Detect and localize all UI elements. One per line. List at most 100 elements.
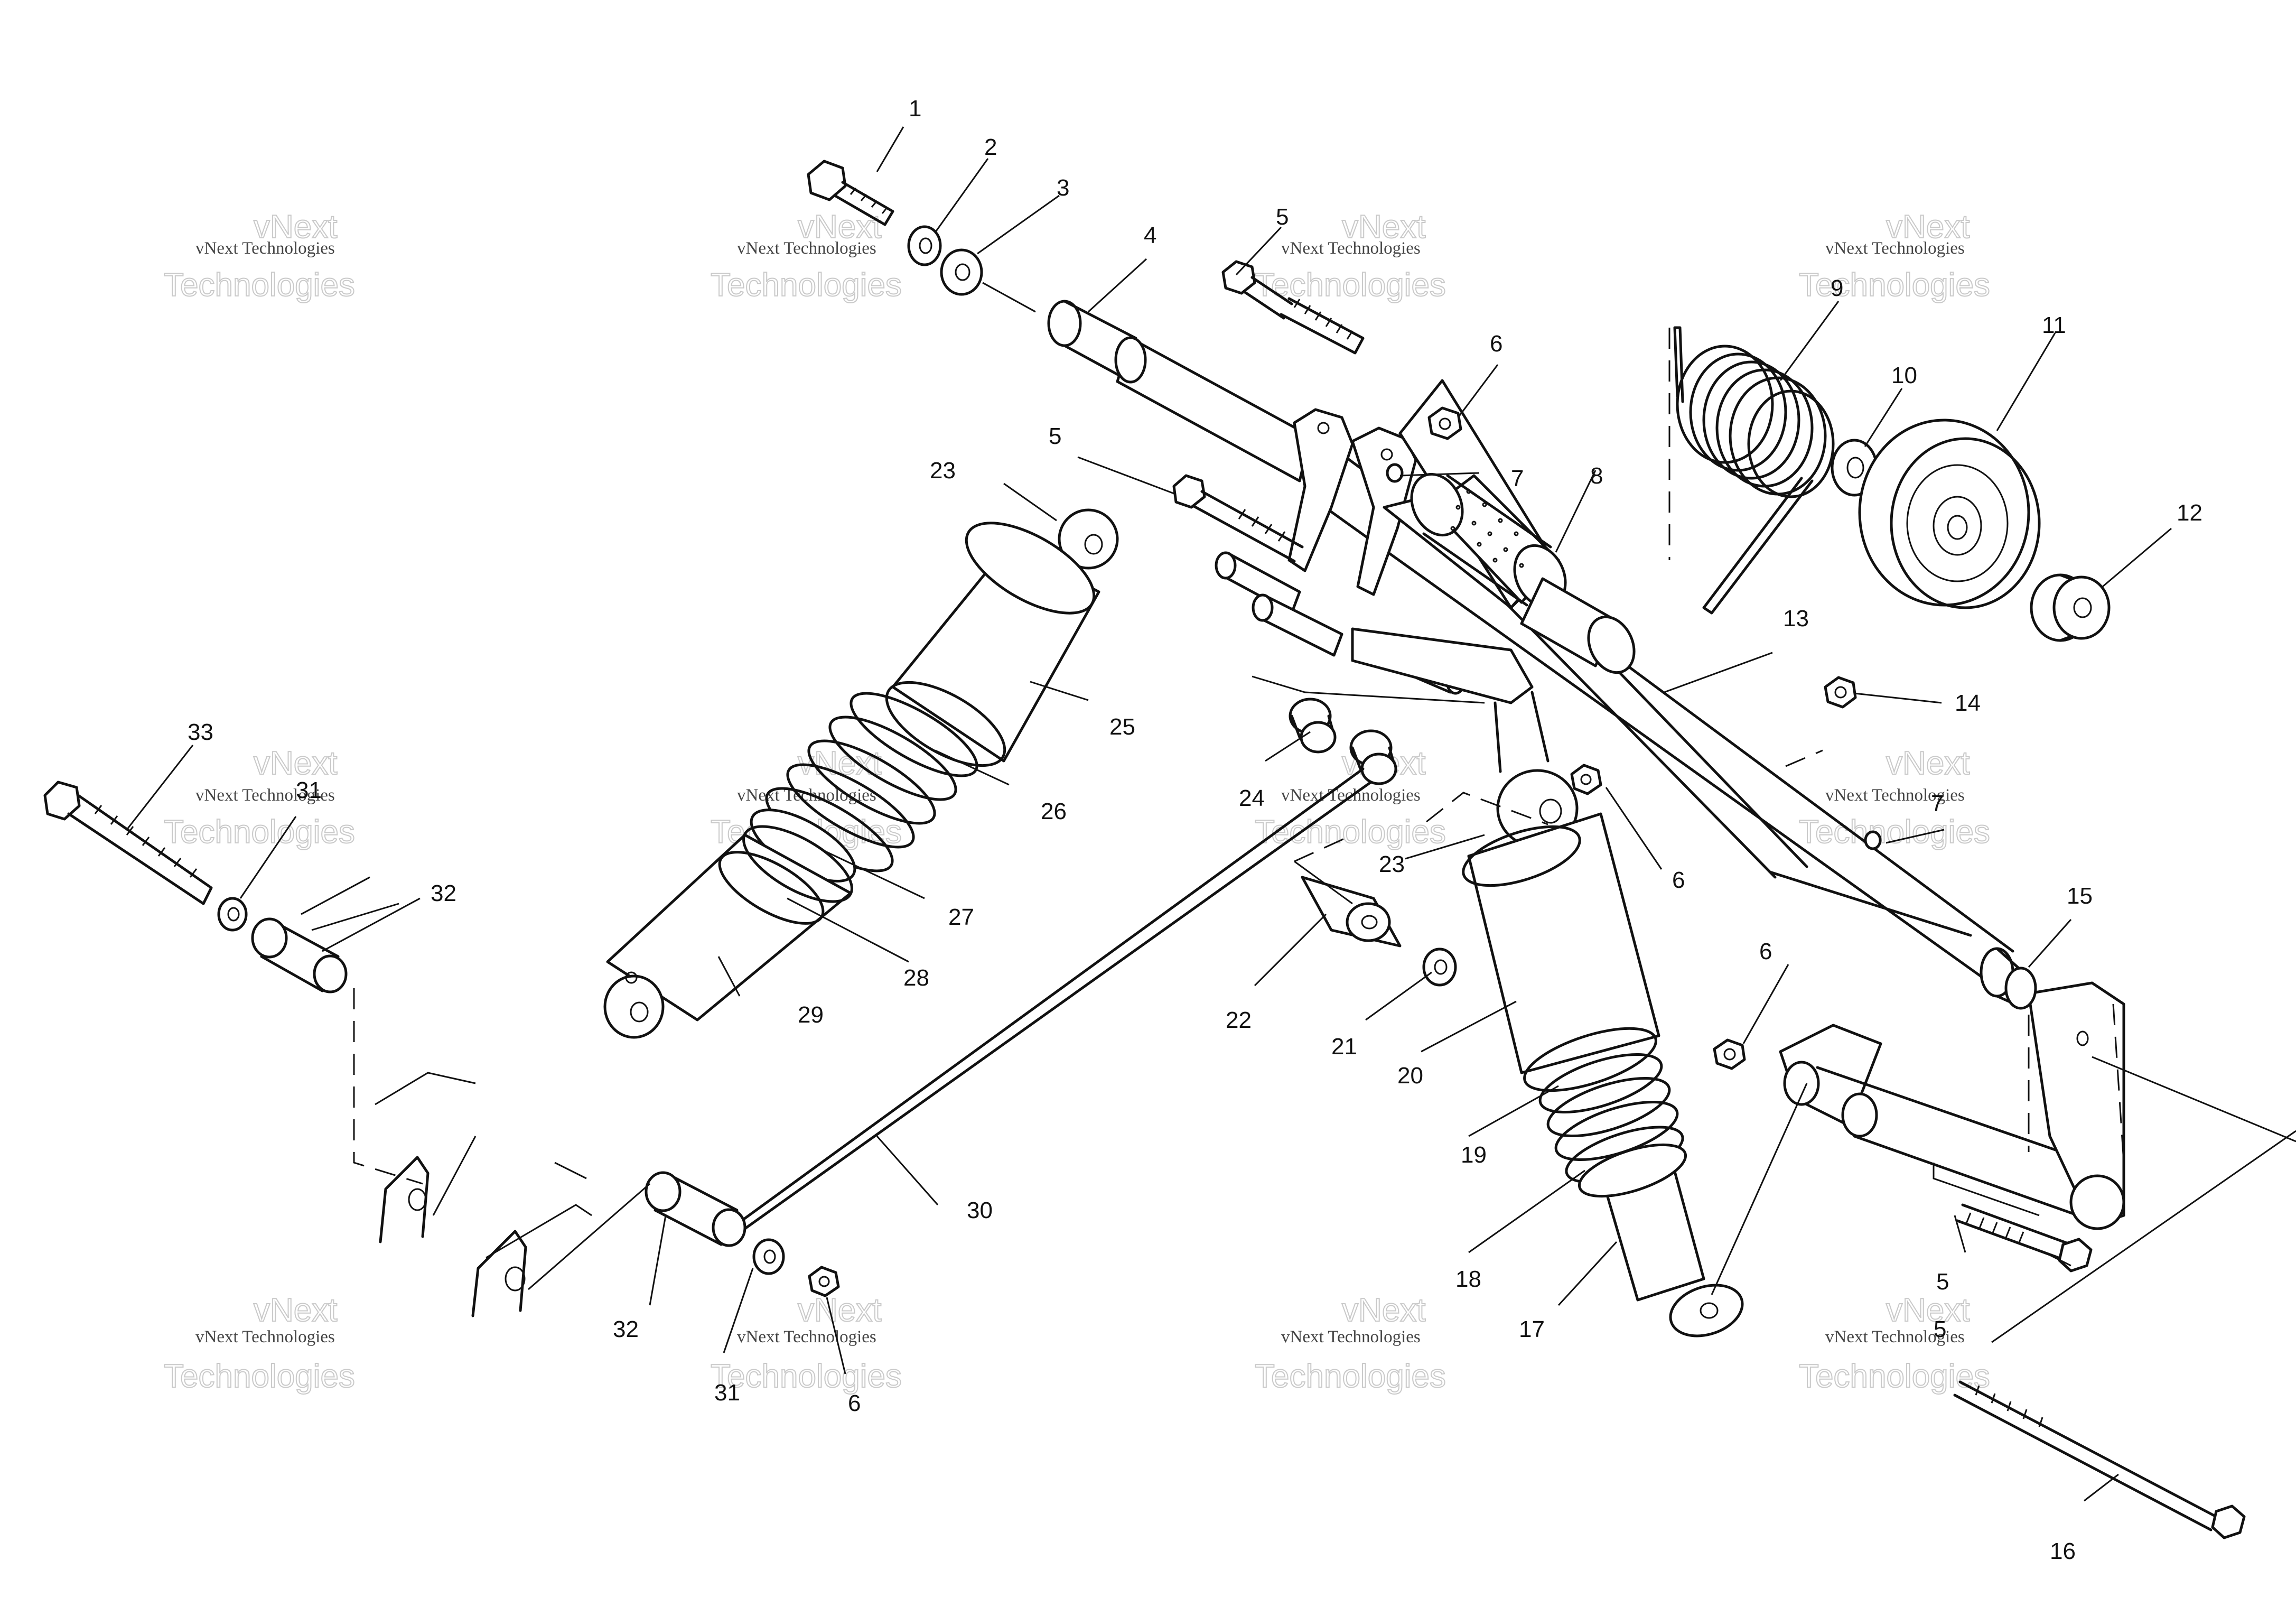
callout-5-middle: 5 <box>1049 423 1061 449</box>
part-5-upper-bolt <box>1221 260 1365 355</box>
svg-text:vNext Technologies: vNext Technologies <box>737 239 876 258</box>
part-4-cross-shaft <box>1047 300 1312 482</box>
part-31-washer-left <box>217 897 248 932</box>
part-6-nut-center <box>1570 764 1602 795</box>
callout-20: 20 <box>1397 1063 1423 1089</box>
svg-text:Technologies: Technologies <box>711 1358 902 1395</box>
part-7-fitting-upper <box>1386 463 1404 483</box>
svg-text:Technologies: Technologies <box>1799 1358 1990 1395</box>
part-frame-bracket-left <box>379 1156 527 1317</box>
callout-21: 21 <box>1331 1034 1357 1060</box>
callout-5-top: 5 <box>1276 204 1289 230</box>
svg-text:vNext: vNext <box>798 745 881 782</box>
part-30-linkage-rod <box>725 767 1373 1243</box>
callout-13: 13 <box>1783 606 1809 631</box>
part-24-bushing-second <box>1349 729 1397 785</box>
svg-text:vNext: vNext <box>254 1292 337 1329</box>
callout-23-left: 23 <box>930 458 956 484</box>
callout-3: 3 <box>1057 175 1069 201</box>
watermark-mid-left: vNext vNext Technologies Technologies <box>163 745 356 851</box>
callout-32-left: 32 <box>431 880 456 906</box>
callout-26: 26 <box>1041 798 1067 824</box>
part-7-fitting-rail <box>1864 830 1882 850</box>
watermark-top-center-right: vNext vNext Technologies Technologies <box>1254 208 1446 304</box>
svg-text:vNext Technologies: vNext Technologies <box>195 1327 335 1346</box>
watermark-bottom-right: vNext vNext Technologies Technologies <box>1798 1292 1991 1395</box>
watermark-bottom-center-right: vNext vNext Technologies Technologies <box>1254 1292 1446 1395</box>
part-3-washer <box>940 248 983 296</box>
part-right-shock-absorber <box>1462 769 1744 1338</box>
callout-6-lower-left: 6 <box>848 1390 861 1416</box>
svg-text:Technologies: Technologies <box>164 1358 355 1395</box>
svg-text:vNext: vNext <box>1342 209 1425 245</box>
callout-7-upper: 7 <box>1511 466 1524 491</box>
callout-14: 14 <box>1955 690 1981 716</box>
svg-text:vNext Technologies: vNext Technologies <box>1825 239 1965 258</box>
callout-2: 2 <box>984 134 997 160</box>
callout-17: 17 <box>1519 1316 1545 1342</box>
callout-22: 22 <box>1226 1007 1252 1033</box>
callout-9: 9 <box>1831 275 1843 301</box>
svg-text:vNext Technologies: vNext Technologies <box>1281 1327 1421 1346</box>
callout-18: 18 <box>1455 1266 1481 1292</box>
svg-text:vNext: vNext <box>1342 1292 1425 1329</box>
callout-30: 30 <box>967 1197 993 1223</box>
part-11-idler-wheel <box>1858 419 2041 609</box>
watermark-top-right: vNext vNext Technologies Technologies <box>1798 208 1991 304</box>
callout-16: 16 <box>2050 1538 2076 1564</box>
part-16-long-bolt <box>1953 1380 2246 1539</box>
callout-6-top: 6 <box>1490 331 1502 357</box>
callout-19: 19 <box>1461 1142 1487 1168</box>
part-5-lower-bolt <box>1956 1203 2093 1273</box>
callout-25: 25 <box>1109 714 1135 740</box>
svg-text:vNext: vNext <box>1886 1292 1970 1329</box>
part-21-washer <box>1422 948 1457 987</box>
watermark-bottom-left: vNext vNext Technologies Technologies <box>163 1292 356 1395</box>
part-6-nut-right <box>1713 1038 1746 1070</box>
part-24-bushing <box>1289 698 1337 754</box>
svg-text:Technologies: Technologies <box>1255 1358 1446 1395</box>
callout-5-bottom: 5 <box>1934 1316 1946 1342</box>
svg-text:Technologies: Technologies <box>164 814 355 850</box>
callout-11: 11 <box>2042 312 2066 338</box>
part-1-cap-screw <box>807 160 894 226</box>
part-13-rail-arm <box>1309 437 2014 995</box>
svg-text:vNext: vNext <box>254 209 337 245</box>
callout-15: 15 <box>2067 883 2093 909</box>
svg-text:Technologies: Technologies <box>1799 267 1990 303</box>
svg-text:vNext: vNext <box>798 1292 881 1329</box>
part-32-spacer-lower <box>645 1171 746 1247</box>
callout-23-right: 23 <box>1379 851 1405 877</box>
part-5-middle-bolt <box>1172 474 1304 563</box>
part-left-shock-absorber <box>603 508 1119 1039</box>
callout-10: 10 <box>1891 363 1917 388</box>
svg-text:vNext Technologies: vNext Technologies <box>737 1327 876 1346</box>
callout-29: 29 <box>798 1002 824 1028</box>
callout-28: 28 <box>903 965 929 991</box>
svg-text:vNext Technologies: vNext Technologies <box>195 786 335 805</box>
svg-text:vNext: vNext <box>254 745 337 782</box>
callout-5-lower: 5 <box>1936 1269 1949 1295</box>
callout-32-lower: 32 <box>613 1316 639 1342</box>
callout-4: 4 <box>1144 222 1156 248</box>
leader-lines <box>126 126 2172 1502</box>
svg-text:Technologies: Technologies <box>164 267 355 303</box>
svg-text:vNext Technologies: vNext Technologies <box>195 239 335 258</box>
part-14-nut <box>1824 676 1857 709</box>
part-8-bushing-sleeve <box>1383 379 1636 674</box>
callout-31-left: 31 <box>296 777 322 803</box>
callout-labels: 1 2 3 4 5 6 5 7 8 9 10 11 12 13 14 7 15 … <box>188 96 2202 1564</box>
svg-text:Technologies: Technologies <box>711 267 902 303</box>
part-center-mount-plate <box>1215 408 1550 773</box>
watermark-bottom-center: vNext vNext Technologies Technologies <box>710 1292 902 1395</box>
part-31-washer-lower <box>752 1238 785 1275</box>
part-6-nut-lower-left <box>808 1266 840 1297</box>
svg-text:vNext Technologies: vNext Technologies <box>1825 786 1965 805</box>
callout-31-lower: 31 <box>714 1380 740 1406</box>
callout-6-right: 6 <box>1759 939 1772 964</box>
callout-12: 12 <box>2177 500 2202 526</box>
callout-6-center: 6 <box>1672 867 1685 893</box>
part-33-long-bolt <box>43 781 213 905</box>
svg-text:Technologies: Technologies <box>1255 267 1446 303</box>
